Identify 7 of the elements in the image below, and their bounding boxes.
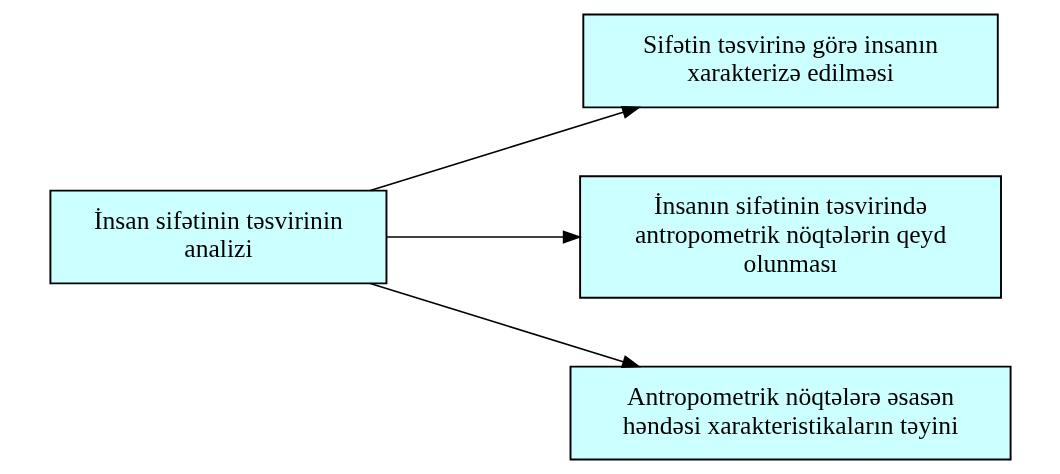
node-box: İnsan sifətinin təsvirinin analizi [48, 189, 387, 285]
arrow [368, 105, 641, 192]
arrow [385, 230, 582, 244]
node-box: Antropometrik nöqtələrə əsasən həndəsi xarakteristikaların təyini [569, 365, 1012, 461]
arrow [368, 282, 641, 369]
node-box: İnsanın sifətinin təsvirində antropometrik nöqtələrin qeyd olunması [578, 175, 1002, 299]
node-box: Sifətin təsvirinə görə insanın xarakterizə edilməsi [581, 13, 999, 109]
